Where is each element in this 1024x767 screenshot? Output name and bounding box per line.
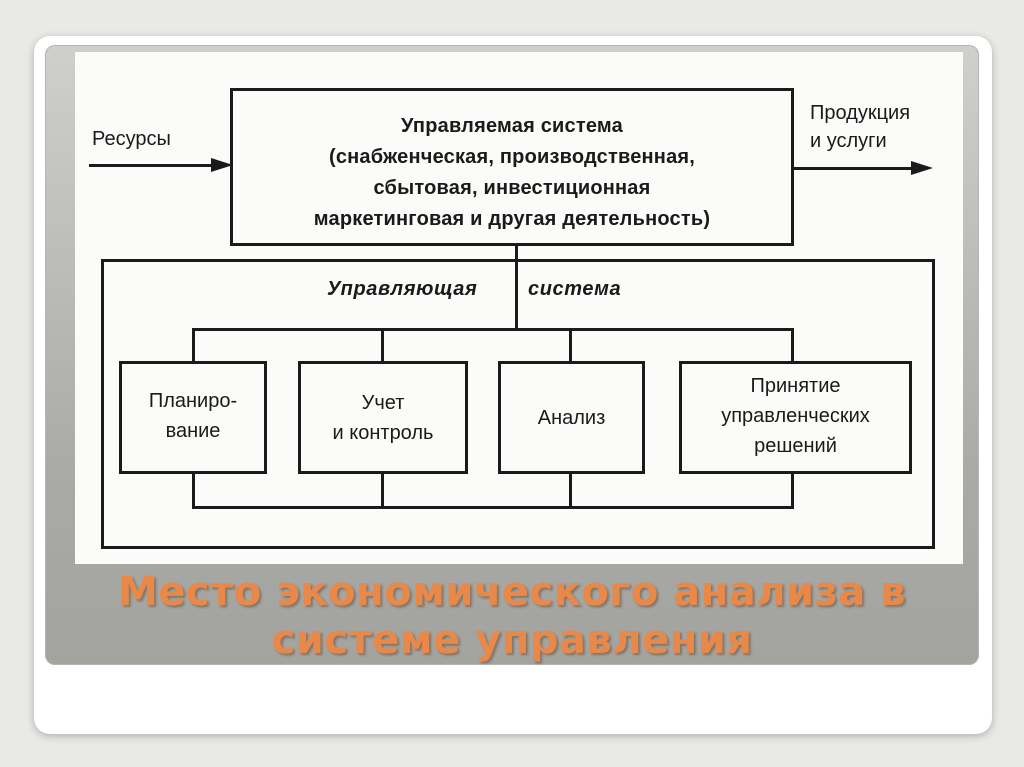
input-arrowhead: [211, 158, 233, 172]
function-box-planning: Планиро- вание: [119, 361, 267, 474]
function-decisions-line-2: управленческих: [721, 405, 870, 427]
slide-title-line-2: системе управления: [271, 617, 753, 663]
drop-2: [381, 328, 384, 362]
function-box-decisions: Принятие управленческих решений: [679, 361, 912, 474]
input-label: Ресурсы: [92, 128, 171, 150]
managed-system-box: Управляемая система (снабженческая, прои…: [230, 88, 794, 246]
control-system-box: [101, 259, 935, 549]
input-arrow-line: [89, 164, 219, 167]
bottom-bus-line: [192, 506, 794, 509]
control-system-label-b: система: [528, 278, 622, 300]
connector-vertical-main: [515, 244, 518, 330]
managed-system-line-2: (снабженческая, производственная,: [328, 146, 696, 168]
function-box-accounting: Учет и контроль: [298, 361, 468, 474]
function-box-analysis: Анализ: [498, 361, 645, 474]
function-decisions-line-1: Принятие: [750, 375, 841, 397]
control-system-label-a: Управляющая: [327, 278, 478, 300]
output-label-line-2: и услуги: [810, 130, 887, 152]
function-accounting-line-1: Учет: [361, 392, 405, 414]
function-planning-line-1: Планиро-: [148, 390, 238, 412]
output-arrow-line: [794, 167, 918, 170]
rise-2: [381, 472, 384, 508]
output-label: Продукция и услуги: [810, 99, 910, 155]
diagram: Ресурсы Управляемая система (снабженческ…: [75, 52, 963, 564]
rise-1: [192, 472, 195, 508]
rise-3: [569, 472, 572, 508]
function-analysis-line-1: Анализ: [537, 407, 606, 429]
slide-title: Место экономического анализа в системе у…: [45, 568, 979, 664]
managed-system-line-3: сбытовая, инвестиционная: [373, 177, 651, 199]
function-decisions-line-3: решений: [754, 435, 837, 457]
slide-title-line-1: Место экономического анализа в: [117, 569, 907, 615]
managed-system-title: Управляемая система: [401, 115, 623, 137]
function-planning-line-2: вание: [165, 420, 221, 442]
drop-1: [192, 328, 195, 362]
top-bus-line: [192, 328, 794, 331]
output-arrowhead: [911, 161, 933, 175]
function-accounting-line-2: и контроль: [332, 422, 434, 444]
managed-system-line-4: маркетинговая и другая деятельность): [313, 208, 711, 230]
drop-4: [791, 328, 794, 362]
drop-3: [569, 328, 572, 362]
output-label-line-1: Продукция: [810, 102, 911, 124]
rise-4: [791, 472, 794, 508]
